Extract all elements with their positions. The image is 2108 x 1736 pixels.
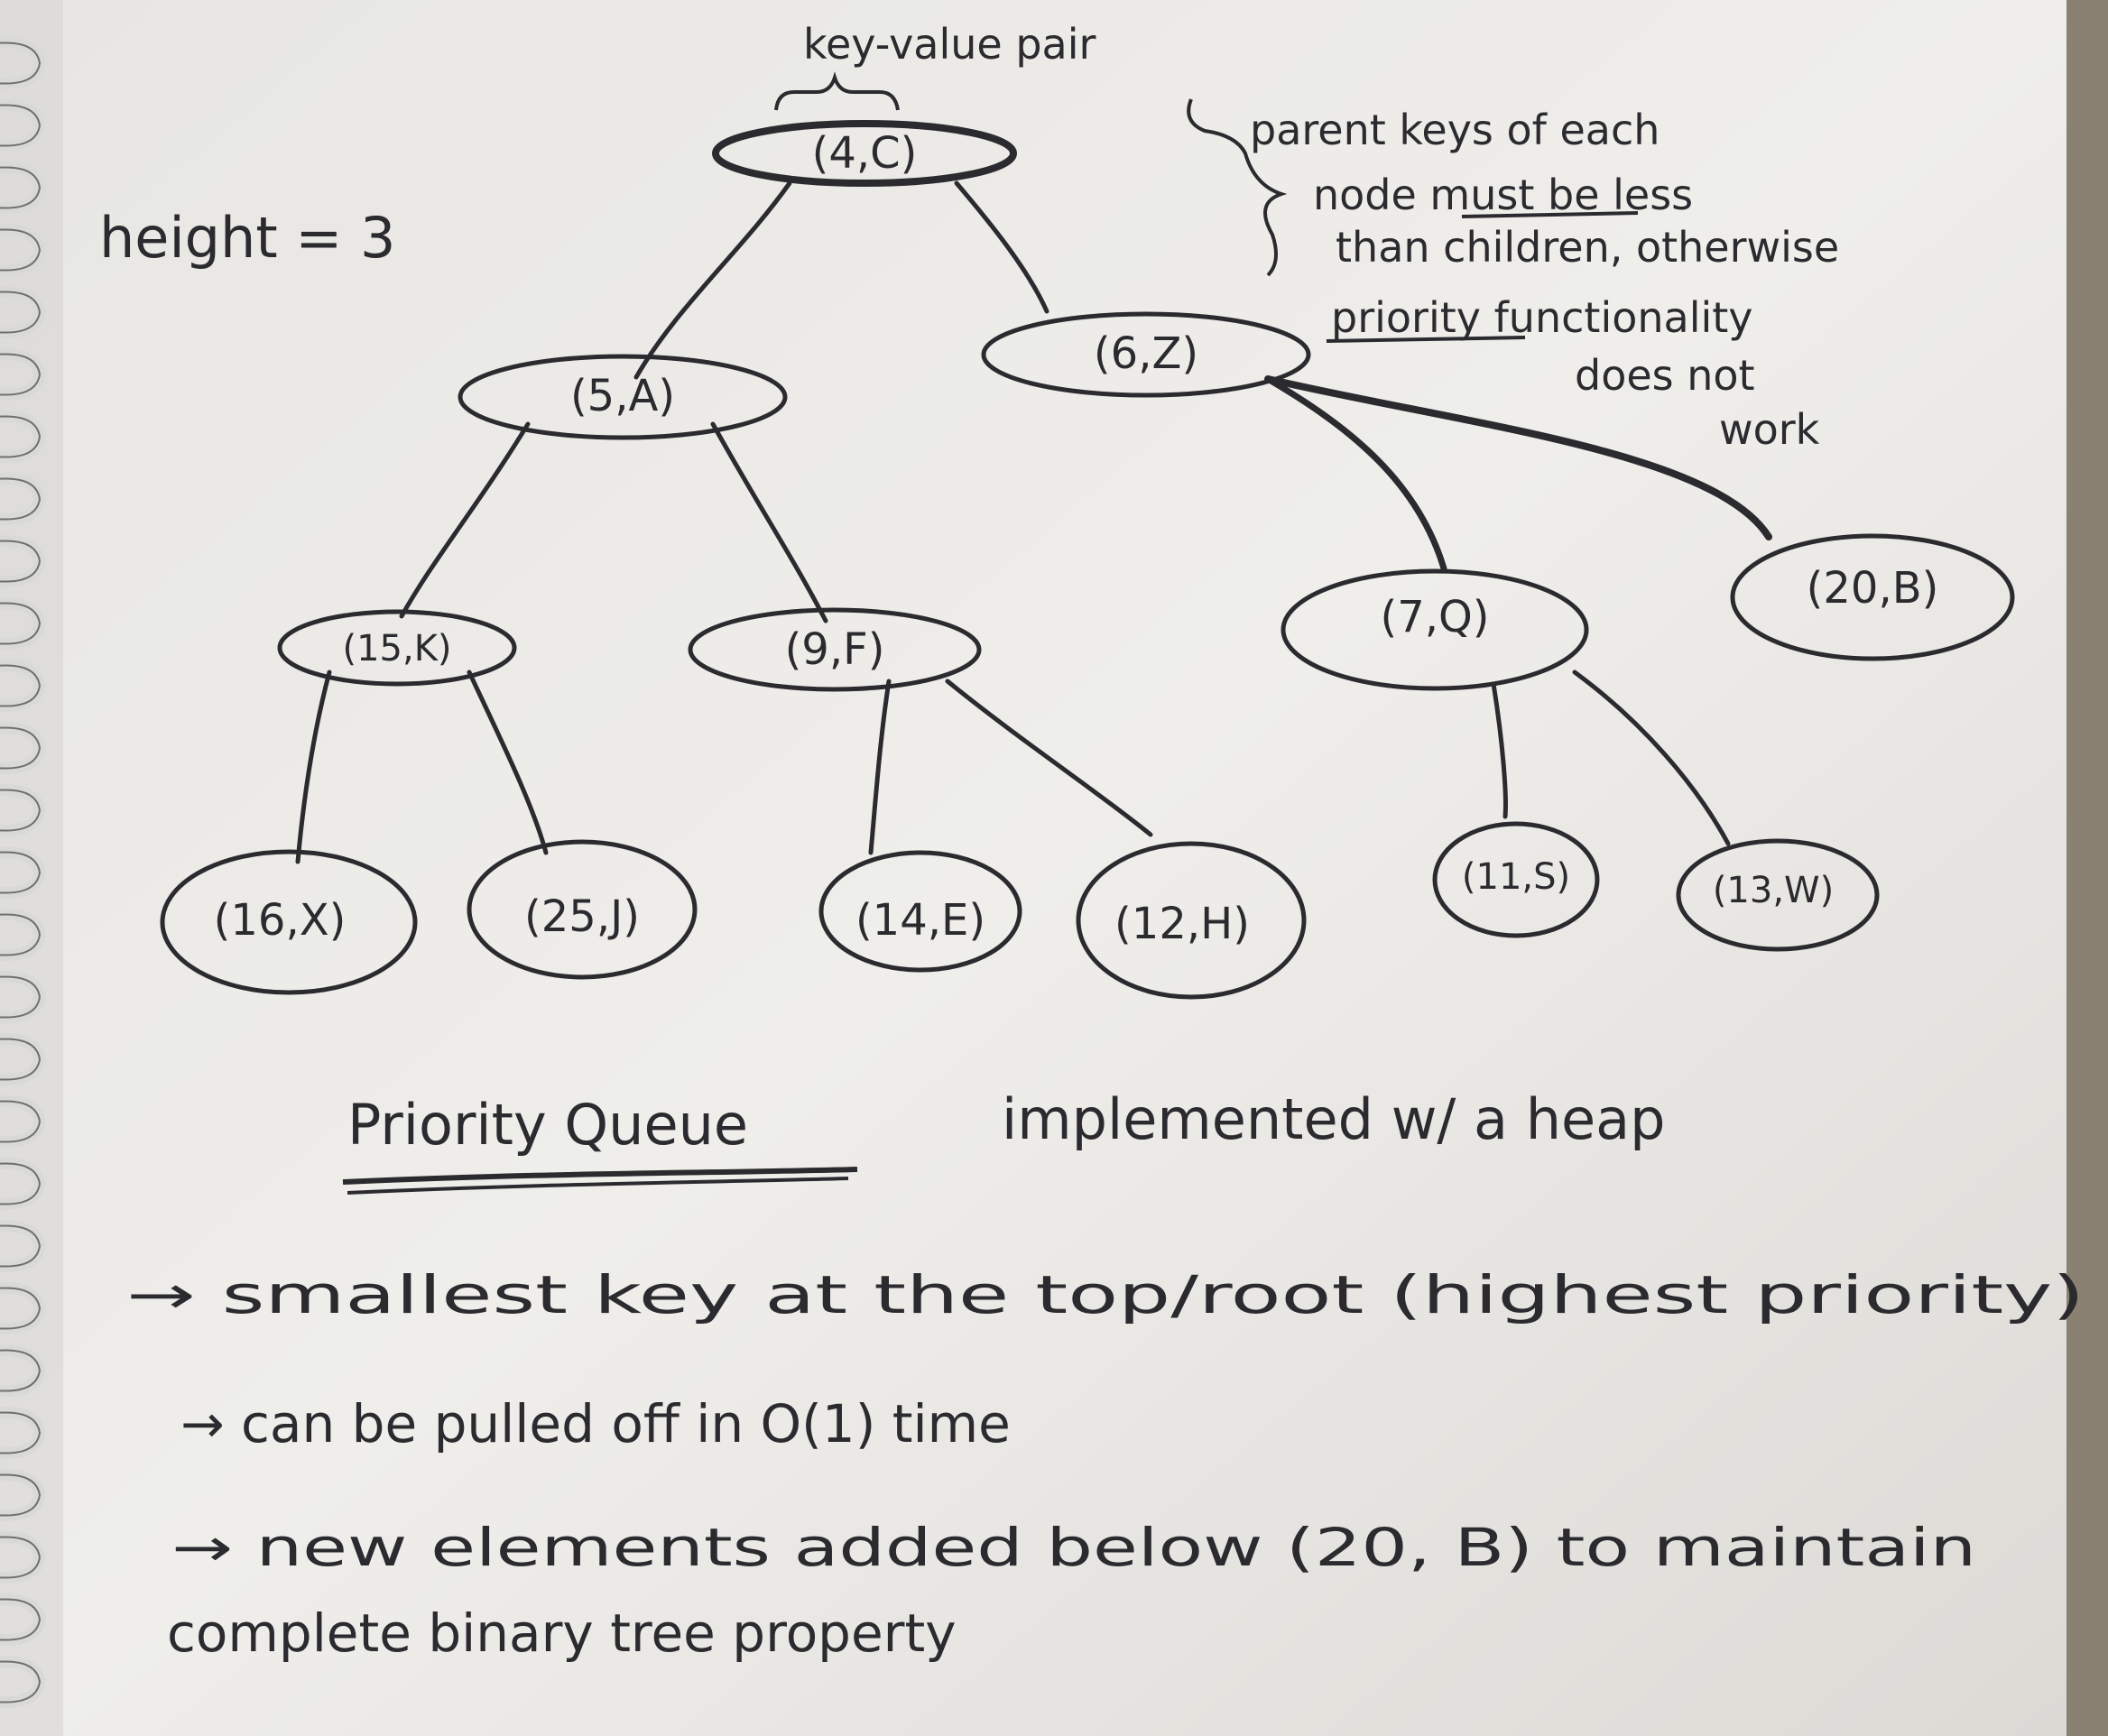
node-label-9f: (9,F) (785, 624, 885, 675)
spiral-ring-edge (0, 166, 42, 209)
side-note-line-3: than children, otherwise (1336, 223, 1839, 272)
node-label-15k: (15,K) (342, 628, 451, 669)
node-6z (981, 311, 1311, 398)
node-label-25j: (25,J) (524, 891, 640, 942)
heading-underline-2 (347, 1177, 849, 1195)
node-12h (1076, 841, 1307, 1000)
spiral-ring-edge (0, 1536, 42, 1579)
spiral-ring-edge (0, 477, 42, 521)
tree-nodes (160, 120, 2015, 1000)
edge-9f-12h (945, 679, 1153, 837)
kv-annotation: key-value pair (774, 20, 1096, 111)
node-4c (712, 120, 1017, 187)
node-25j (467, 839, 698, 980)
heading-word-1: Priority Queue (347, 1092, 748, 1158)
spiral-ring-edge (0, 1598, 42, 1641)
spiral-ring-edge (0, 1224, 42, 1268)
spiral-ring-edge (0, 291, 42, 334)
spiral-ring-edge (0, 228, 42, 272)
node-15k (277, 609, 517, 687)
underline-priority (1326, 336, 1526, 343)
side-note-brace (1187, 98, 1288, 277)
spiral-ring-edge (0, 353, 42, 396)
bullet-3: → new elements added below (20, B) to ma… (171, 1517, 1976, 1578)
node-label-14e: (14,E) (855, 895, 985, 946)
node-16x (160, 849, 418, 995)
node-14e (818, 850, 1022, 973)
spiral-ring-edge (0, 1349, 42, 1392)
bullet-2: → can be pulled off in O(1) time (180, 1393, 1011, 1454)
edge-9f-14e (868, 679, 892, 855)
node-label-4c: (4,C) (812, 128, 918, 179)
side-note-line-6: work (1719, 405, 1820, 454)
heading: Priority Queue implemented w/ a heap (342, 1086, 1666, 1195)
node-5a (458, 354, 788, 440)
edge-7q-13w (1572, 669, 1731, 846)
node-9f (688, 607, 982, 692)
spiral-ring-edge (0, 789, 42, 832)
edge-5a-15k (399, 421, 531, 619)
node-label-7q: (7,Q) (1380, 592, 1489, 642)
node-13w (1676, 838, 1880, 952)
bullet-1: → smallest key at the top/root (highest … (126, 1264, 2085, 1325)
spiral-ring-edge (0, 1162, 42, 1205)
edge-5a-9f (710, 421, 828, 623)
node-label-5a: (5,A) (570, 371, 675, 421)
side-note-line-2: node must be less (1313, 171, 1693, 219)
spiral-ring-edge (0, 42, 42, 85)
spiral-ring-edge (0, 1287, 42, 1330)
spiral-ring-edge (0, 415, 42, 458)
spiral-ring-edge (0, 1100, 42, 1143)
node-label-16x: (16,X) (214, 895, 347, 946)
side-note: parent keys of each node must be less th… (1187, 98, 1839, 454)
node-label-11s: (11,S) (1462, 856, 1570, 898)
node-20b (1730, 533, 2015, 661)
bullet-3-continued: complete binary tree property (167, 1602, 957, 1664)
side-note-line-1: parent keys of each (1250, 106, 1660, 154)
node-labels: (4,C) (5,A) (6,Z) (15,K) (9,F) (7,Q) (20… (214, 128, 1939, 949)
spiral-ring-edge (0, 726, 42, 770)
spiral-ring-edge (0, 913, 42, 956)
node-label-12h: (12,H) (1114, 899, 1250, 949)
spiral-ring-edge (0, 104, 42, 147)
node-7q (1281, 568, 1589, 691)
heading-underline (342, 1167, 858, 1185)
node-11s (1432, 821, 1600, 938)
bullet-list: → smallest key at the top/root (highest … (126, 1264, 2085, 1664)
spiral-ring-edge (0, 664, 42, 707)
node-label-13w: (13,W) (1713, 870, 1834, 911)
node-label-6z: (6,Z) (1094, 328, 1198, 379)
spiral-ring-edge (0, 1473, 42, 1517)
node-label-20b: (20,B) (1807, 563, 1939, 614)
edge-15k-16x (295, 669, 332, 864)
edge-4c-5a (633, 180, 792, 380)
kv-brace (774, 71, 900, 111)
spiral-ring-edge (0, 1411, 42, 1454)
edge-15k-25j (467, 669, 549, 855)
spiral-ring-edge (0, 1660, 42, 1704)
tree-edges (295, 180, 1772, 864)
spiral-ring-edge (0, 540, 42, 583)
spiral-ring-edge (0, 975, 42, 1019)
underline-must (1461, 211, 1639, 218)
side-note-line-4: priority functionality (1331, 293, 1753, 342)
spiral-ring-edge (0, 602, 42, 645)
heading-word-2: implemented w/ a heap (1002, 1086, 1666, 1152)
kv-label: key-value pair (803, 20, 1096, 69)
height-label: height = 3 (99, 205, 395, 271)
spiral-ring-edge (0, 1038, 42, 1081)
side-note-line-5: does not (1575, 351, 1755, 400)
spiral-ring-edge (0, 851, 42, 894)
edge-7q-11s (1491, 681, 1508, 819)
edge-4c-6z (954, 180, 1049, 314)
spiral-binding (0, 36, 46, 1709)
edge-6z-7q (1264, 375, 1447, 572)
edge-6z-20b (1264, 375, 1772, 540)
